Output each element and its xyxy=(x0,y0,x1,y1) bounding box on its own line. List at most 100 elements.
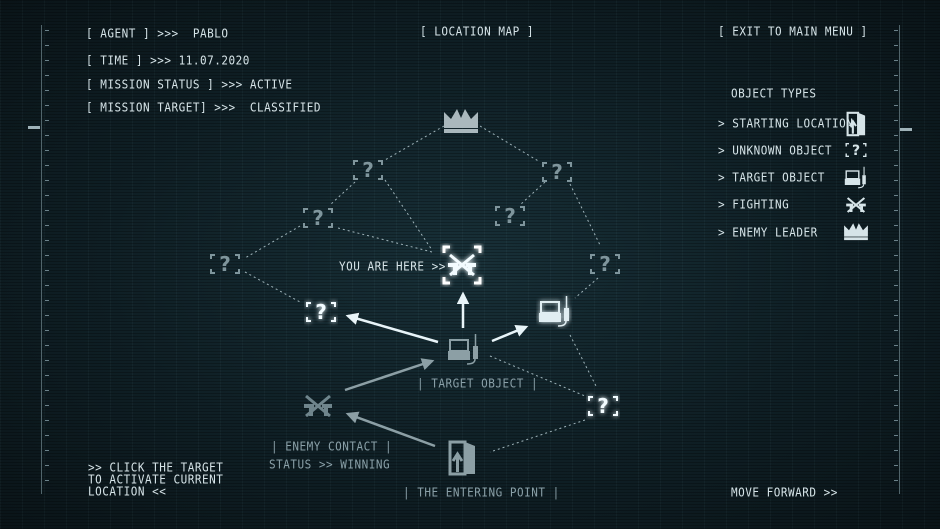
crown-icon[interactable] xyxy=(444,109,478,133)
mission-status-label: [ MISSION STATUS ] >>> ACTIVE xyxy=(86,77,293,92)
entering-point-label: | THE ENTERING POINT | xyxy=(403,485,560,500)
rail-tick xyxy=(45,375,49,376)
rail-tick xyxy=(45,420,49,421)
hint-line-1: >> CLICK THE TARGET xyxy=(88,460,224,475)
unknown-node-question-icon[interactable] xyxy=(306,299,336,325)
rail-tick xyxy=(894,345,898,346)
agent-label: [ AGENT ] >>> PABLO xyxy=(86,26,229,41)
map-nodes xyxy=(210,109,620,476)
rail-tick xyxy=(894,195,898,196)
rail-tick xyxy=(894,435,898,436)
you-are-here-label: YOU ARE HERE >> xyxy=(339,259,446,274)
unknown-node-question-icon[interactable] xyxy=(588,393,618,419)
rail-tick xyxy=(45,315,49,316)
map-paths xyxy=(244,125,601,453)
rail-tick xyxy=(45,285,49,286)
rail-tick xyxy=(894,300,898,301)
rail-tick xyxy=(894,330,898,331)
rail-tick xyxy=(45,135,49,136)
rail-tick xyxy=(894,270,898,271)
radio-device-icon xyxy=(844,166,867,189)
legend-icons xyxy=(844,111,868,241)
rail-tick xyxy=(894,420,898,421)
unknown-node-question-icon[interactable] xyxy=(590,251,620,277)
active-arrows xyxy=(345,291,529,344)
legend-item-unknown-object: > UNKNOWN OBJECT xyxy=(718,143,832,158)
rail-tick xyxy=(45,255,49,256)
rail-tick xyxy=(45,165,49,166)
rail-tick xyxy=(894,120,898,121)
rail-tick xyxy=(45,450,49,451)
rail-tick xyxy=(894,75,898,76)
hint-line-3: LOCATION << xyxy=(88,484,167,499)
rail-tick xyxy=(45,150,49,151)
target-object-radio-device-icon[interactable] xyxy=(538,295,570,327)
rail-tick xyxy=(45,60,49,61)
rail-tick xyxy=(894,180,898,181)
rail-tick xyxy=(894,45,898,46)
rail-tick xyxy=(45,465,49,466)
left-rail xyxy=(41,25,42,494)
rail-tick xyxy=(894,30,898,31)
enemy-contact-crossed-guns-icon[interactable] xyxy=(302,394,334,418)
rail-tick xyxy=(894,480,898,481)
current-location-crossed-guns-icon[interactable] xyxy=(442,245,482,285)
target-object-radio-device-icon[interactable] xyxy=(447,333,479,365)
rail-tick xyxy=(894,405,898,406)
rail-tick xyxy=(45,480,49,481)
rail-tick xyxy=(45,120,49,121)
move-forward-button[interactable]: MOVE FORWARD >> xyxy=(731,485,838,500)
target-object-label: | TARGET OBJECT | xyxy=(417,376,539,391)
rail-tick xyxy=(894,375,898,376)
unknown-node-question-icon[interactable] xyxy=(495,203,525,229)
rail-tick xyxy=(45,180,49,181)
door-icon xyxy=(846,111,867,137)
left-rail-marker xyxy=(28,126,40,129)
rail-tick xyxy=(894,450,898,451)
rail-tick xyxy=(45,210,49,211)
rail-tick xyxy=(894,165,898,166)
rail-tick xyxy=(894,390,898,391)
rail-tick xyxy=(894,105,898,106)
rail-tick xyxy=(894,285,898,286)
rail-tick xyxy=(45,45,49,46)
rail-tick xyxy=(45,225,49,226)
rail-tick xyxy=(45,30,49,31)
rail-tick xyxy=(45,240,49,241)
rail-tick xyxy=(894,60,898,61)
rail-tick xyxy=(894,150,898,151)
rail-tick xyxy=(45,75,49,76)
right-rail-marker xyxy=(900,128,912,131)
unknown-node-question-icon[interactable] xyxy=(353,157,383,183)
question-icon xyxy=(845,142,867,160)
crossed-guns-icon xyxy=(845,196,867,214)
legend-item-fighting: > FIGHTING xyxy=(718,197,790,212)
time-label: [ TIME ] >>> 11.07.2020 xyxy=(86,53,250,68)
rail-tick xyxy=(45,390,49,391)
rail-tick xyxy=(45,270,49,271)
unknown-node-question-icon[interactable] xyxy=(303,205,333,231)
rail-tick xyxy=(894,240,898,241)
rail-tick xyxy=(45,195,49,196)
rail-tick xyxy=(894,225,898,226)
exit-to-main-menu-button[interactable]: [ EXIT TO MAIN MENU ] xyxy=(718,24,868,39)
legend-item-enemy-leader: > ENEMY LEADER xyxy=(718,225,818,240)
unknown-node-question-icon[interactable] xyxy=(210,251,240,277)
crown-icon xyxy=(844,223,868,241)
enemy-status-label: STATUS >> WINNING xyxy=(269,457,391,472)
legend-item-target-object: > TARGET OBJECT xyxy=(718,170,825,185)
past-arrows xyxy=(344,358,436,448)
rail-tick xyxy=(894,315,898,316)
rail-tick xyxy=(45,300,49,301)
legend-title: OBJECT TYPES xyxy=(731,86,817,101)
entering-point-door-icon[interactable] xyxy=(448,440,477,476)
rail-tick xyxy=(894,90,898,91)
enemy-contact-label: | ENEMY CONTACT | xyxy=(271,439,393,454)
mission-target-label: [ MISSION TARGET] >>> CLASSIFIED xyxy=(86,100,322,115)
rail-tick xyxy=(894,360,898,361)
rail-tick xyxy=(894,135,898,136)
unknown-node-question-icon[interactable] xyxy=(542,159,572,185)
rail-tick xyxy=(45,105,49,106)
rail-tick xyxy=(45,90,49,91)
